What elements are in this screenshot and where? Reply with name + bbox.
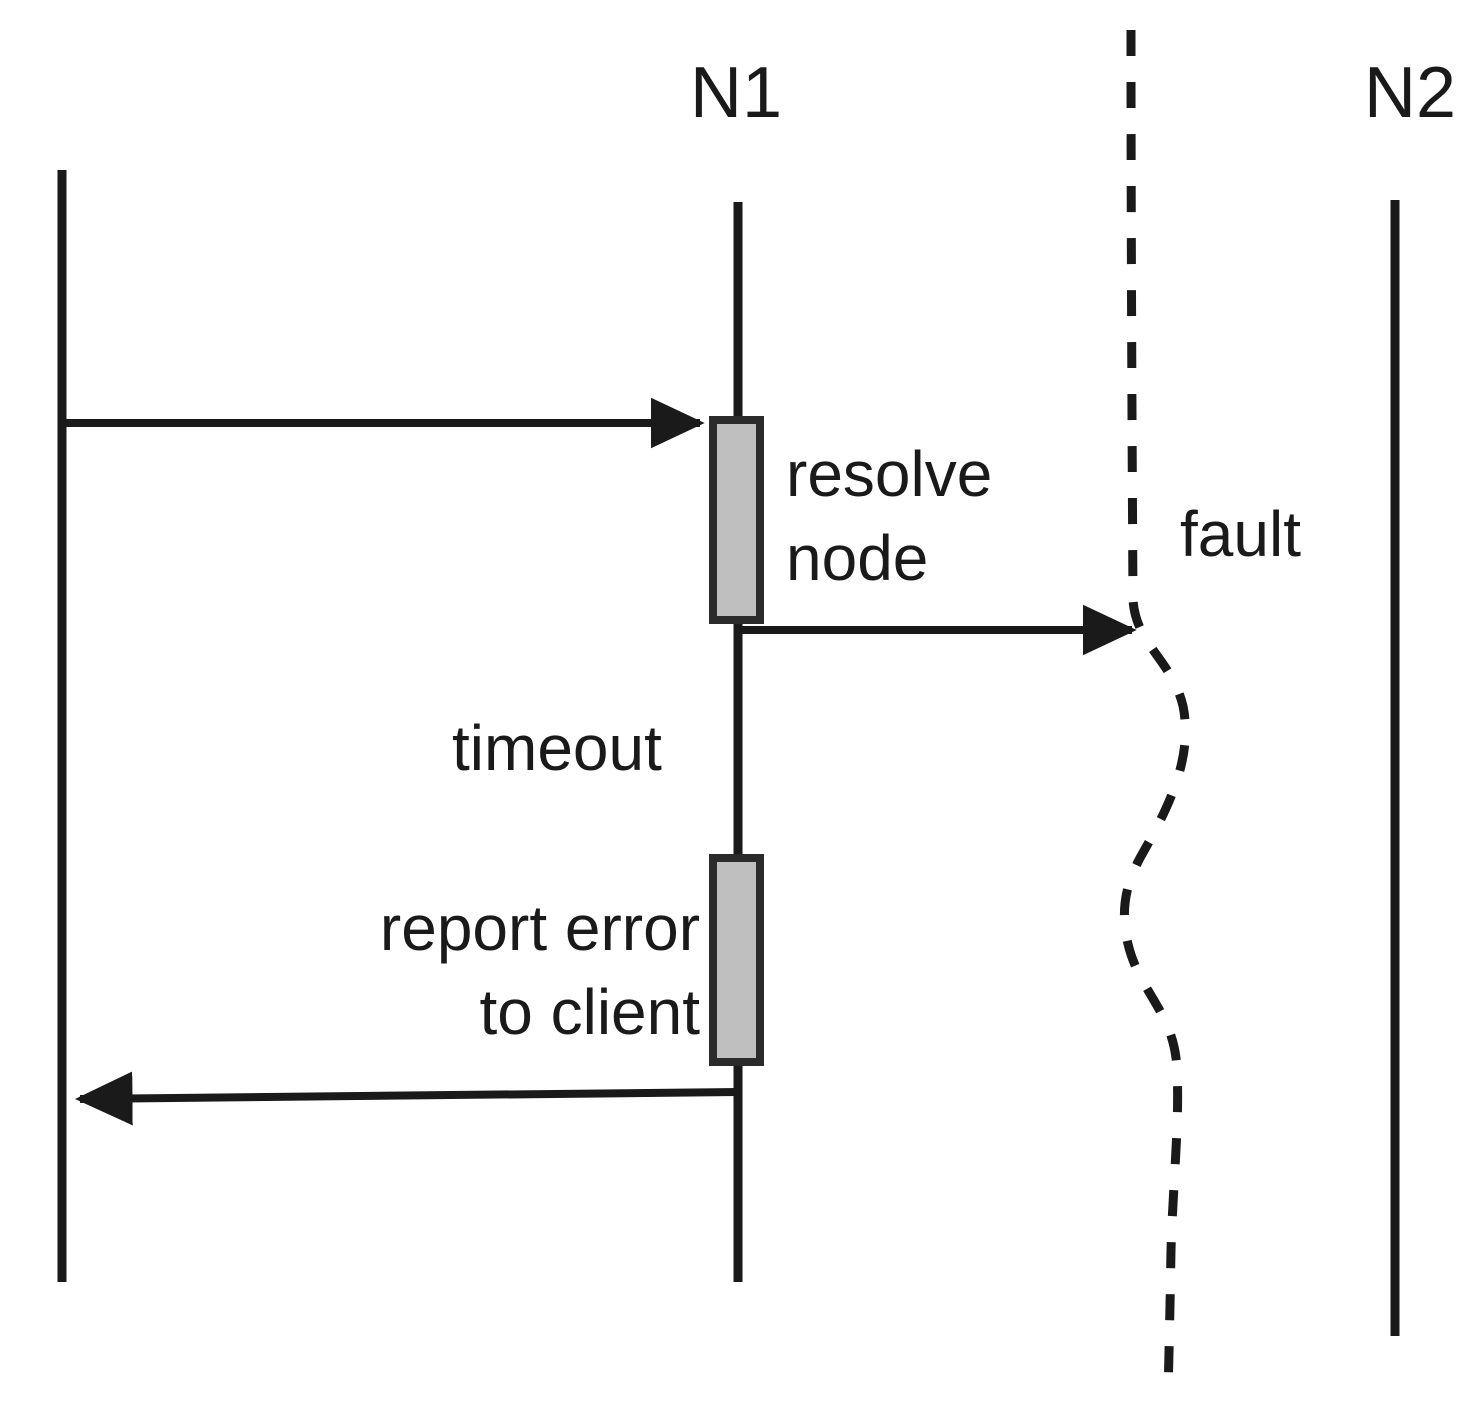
fault-label: fault (1180, 498, 1301, 570)
resolve-node-label-line1: resolve (786, 438, 993, 510)
resolve-node-label-line2: node (786, 522, 929, 595)
resolve-node-activation (709, 416, 764, 624)
report-error-label-line2: to client (479, 976, 700, 1049)
report-error-activation (709, 854, 764, 1066)
fault-boundary-line (1119, 29, 1190, 1393)
report-error-label-line1: report error (379, 892, 700, 964)
n2-lifeline-label: N2 (1364, 53, 1457, 133)
resolve-node-label: resolve node (786, 432, 992, 601)
n1-lifeline-label: N1 (690, 53, 783, 133)
report-error-label: report error to client (300, 886, 700, 1055)
error-response-message (75, 1071, 739, 1126)
timeout-label: timeout (452, 712, 662, 784)
